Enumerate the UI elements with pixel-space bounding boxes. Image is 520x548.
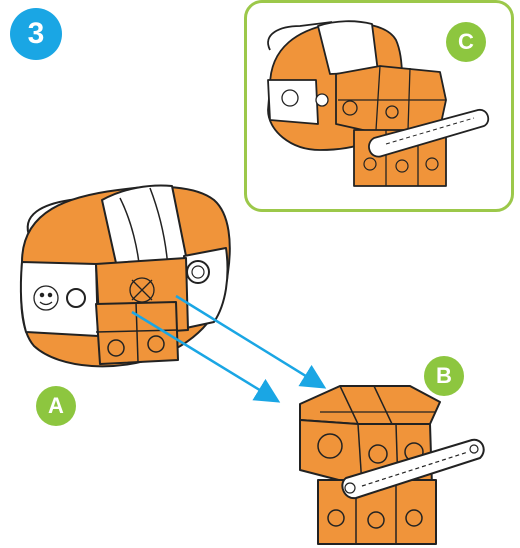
axle-bar-icon xyxy=(341,438,485,500)
face-emblem-icon xyxy=(33,285,59,311)
completed-assembly-c xyxy=(267,20,490,187)
face-emblem-icon xyxy=(281,89,299,107)
connector-hole-icon xyxy=(66,288,86,308)
connector-hole-icon xyxy=(317,433,343,459)
connector-hole-icon xyxy=(186,260,210,284)
insertion-arrows xyxy=(131,294,327,403)
completed-view-frame xyxy=(244,0,514,212)
label-a: A xyxy=(36,386,76,426)
body-module-a xyxy=(19,184,231,368)
step-number-badge: 3 xyxy=(10,8,62,60)
label-b: B xyxy=(424,356,464,396)
gear-icon xyxy=(129,277,155,303)
label-c: C xyxy=(446,22,486,62)
arm-module-b xyxy=(299,385,485,545)
